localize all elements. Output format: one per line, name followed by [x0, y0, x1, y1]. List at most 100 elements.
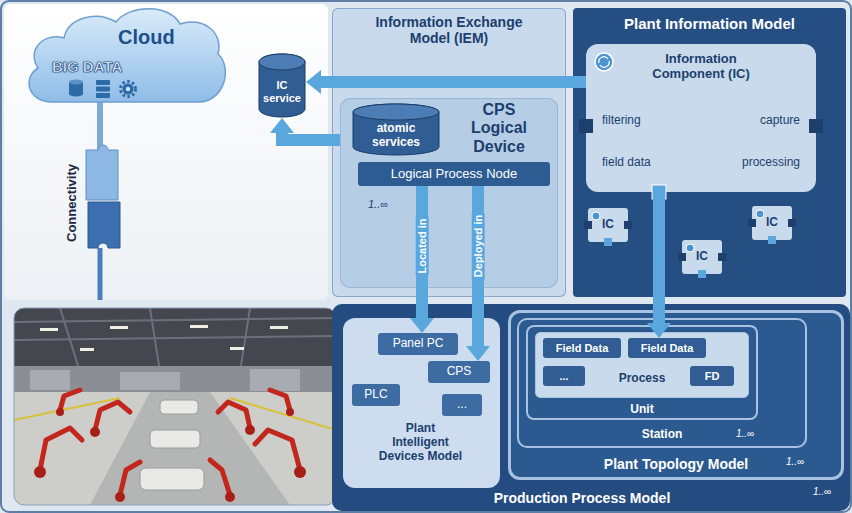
service-cylinder: atomic services: [352, 104, 440, 156]
arrow-shaft: [321, 76, 586, 88]
text-holder: PLC: [352, 384, 400, 406]
panel-title: Plant Intelligent Devices Model: [377, 422, 464, 463]
box-label: PLC: [364, 388, 387, 402]
process-node-box: Logical Process Node: [358, 162, 550, 186]
device-box: Panel PC: [378, 333, 458, 355]
cloud-outline: [29, 9, 225, 102]
flow-arrow: [306, 70, 586, 94]
cloud-shape: CloudBIG DATA: [18, 4, 228, 110]
port-square: [678, 253, 686, 261]
port-square: [718, 253, 726, 261]
panel-title: Information Exchange Model (IEM): [364, 14, 534, 46]
text-holder: Field Data: [628, 338, 706, 358]
flow-arrow: [466, 186, 490, 361]
gear-icon: [121, 82, 136, 97]
cycle-icon: [686, 244, 694, 252]
cycle-icon: [592, 212, 600, 220]
field-data-box: ...: [543, 366, 585, 386]
server-icon: [96, 87, 110, 92]
port-label: filtering: [602, 114, 641, 128]
port-square: [604, 238, 612, 246]
text-holder: Field Data: [543, 338, 621, 358]
small-component-ports: [584, 210, 796, 278]
edge-label: Deployed in: [472, 213, 485, 279]
text-holder: Plant Intelligent Devices Model: [377, 422, 464, 463]
arrow-shaft: [416, 186, 428, 318]
level-title: Station: [642, 428, 683, 442]
cylinder-body: [353, 104, 439, 155]
port-square: [579, 119, 593, 133]
service-label: IC service: [258, 79, 306, 104]
box-label: ...: [559, 370, 568, 383]
ceiling: [14, 308, 336, 372]
flow-arrow: [410, 186, 434, 333]
cycle-icon: [756, 210, 764, 218]
cloud-subtitle: BIG DATA: [52, 58, 122, 75]
panel-title: Plant Topology Model: [604, 456, 748, 472]
edge-label: Located in: [416, 216, 429, 275]
level-title: Process: [619, 372, 666, 386]
text-holder: CPS: [428, 361, 490, 383]
port-label: processing: [742, 156, 800, 170]
text-holder: Panel PC: [378, 333, 458, 355]
multiplicity-label: 1..∞: [368, 198, 388, 211]
robot-bases: [34, 408, 306, 502]
text-holder: Information Exchange Model (IEM): [364, 14, 534, 46]
text-holder: ...: [442, 394, 482, 416]
arrow-shaft: [282, 133, 340, 140]
cloud-outline: [18, 4, 228, 110]
port-square: [748, 219, 756, 227]
box-label: Panel PC: [393, 337, 444, 351]
text-holder: Production Process Model: [462, 490, 702, 506]
component-icon: [595, 53, 613, 71]
station-box: Field Data Field Data... FD ProcessUnitStat…: [517, 318, 807, 448]
arrow-head: [306, 70, 321, 94]
flow-arrow: [647, 192, 671, 338]
cylinder-top: [259, 54, 305, 70]
ceiling-truss: [14, 308, 336, 372]
panel-title: Production Process Model: [494, 490, 671, 506]
gear-icon: [123, 84, 134, 95]
model-panel: Information Component (IC) filtering captu…: [573, 8, 846, 297]
text-holder: BIG DATA: [52, 58, 142, 75]
factory-photo: [14, 308, 336, 505]
box-label: IC: [602, 218, 614, 232]
cloud-icons: [69, 80, 136, 99]
multiplicity-label: 1..∞: [813, 486, 831, 498]
text-holder: IC service: [258, 66, 306, 118]
connection-label: Connectivity: [65, 164, 80, 242]
machines: [30, 369, 300, 391]
field-data-box: Field Data: [628, 338, 706, 358]
port-square: [698, 270, 706, 278]
robots: [40, 390, 300, 495]
cloud-title: Cloud: [118, 26, 175, 49]
arrow-shaft: [472, 186, 484, 346]
box-label: FD: [705, 370, 720, 383]
service-label: atomic services: [364, 122, 428, 150]
floor: [14, 308, 336, 505]
box-label: IC: [766, 216, 778, 230]
text-holder: ...: [543, 366, 585, 386]
arrow-shaft: [653, 192, 665, 323]
text-holder: processing: [702, 156, 800, 170]
cycle-icon: [595, 53, 613, 71]
port-square: [768, 236, 776, 244]
flow-arrow: [270, 118, 340, 140]
text-holder: capture: [720, 114, 800, 128]
text-holder: Information Component (IC): [636, 52, 766, 82]
sky-ground: [4, 4, 328, 300]
text-holder: Station: [517, 428, 807, 442]
box-label: Logical Process Node: [391, 167, 517, 182]
multiplicity-label: 1..∞: [736, 428, 754, 440]
cylinder-body: [259, 54, 305, 117]
text-holder: Plant Information Model: [573, 15, 846, 32]
database-icon: [69, 92, 83, 97]
device-panel: atomic servicesLogical Process NodeCPS L…: [340, 98, 558, 288]
server-icon: [96, 80, 110, 85]
text-holder: Unit: [526, 403, 758, 417]
topology-panel: Field Data Field Data... FD ProcessUnitStat…: [508, 310, 844, 480]
puzzle-piece: [86, 145, 118, 200]
component-ports: [579, 119, 823, 199]
unit-box: Field Data Field Data... FD ProcessUnit: [526, 325, 758, 420]
